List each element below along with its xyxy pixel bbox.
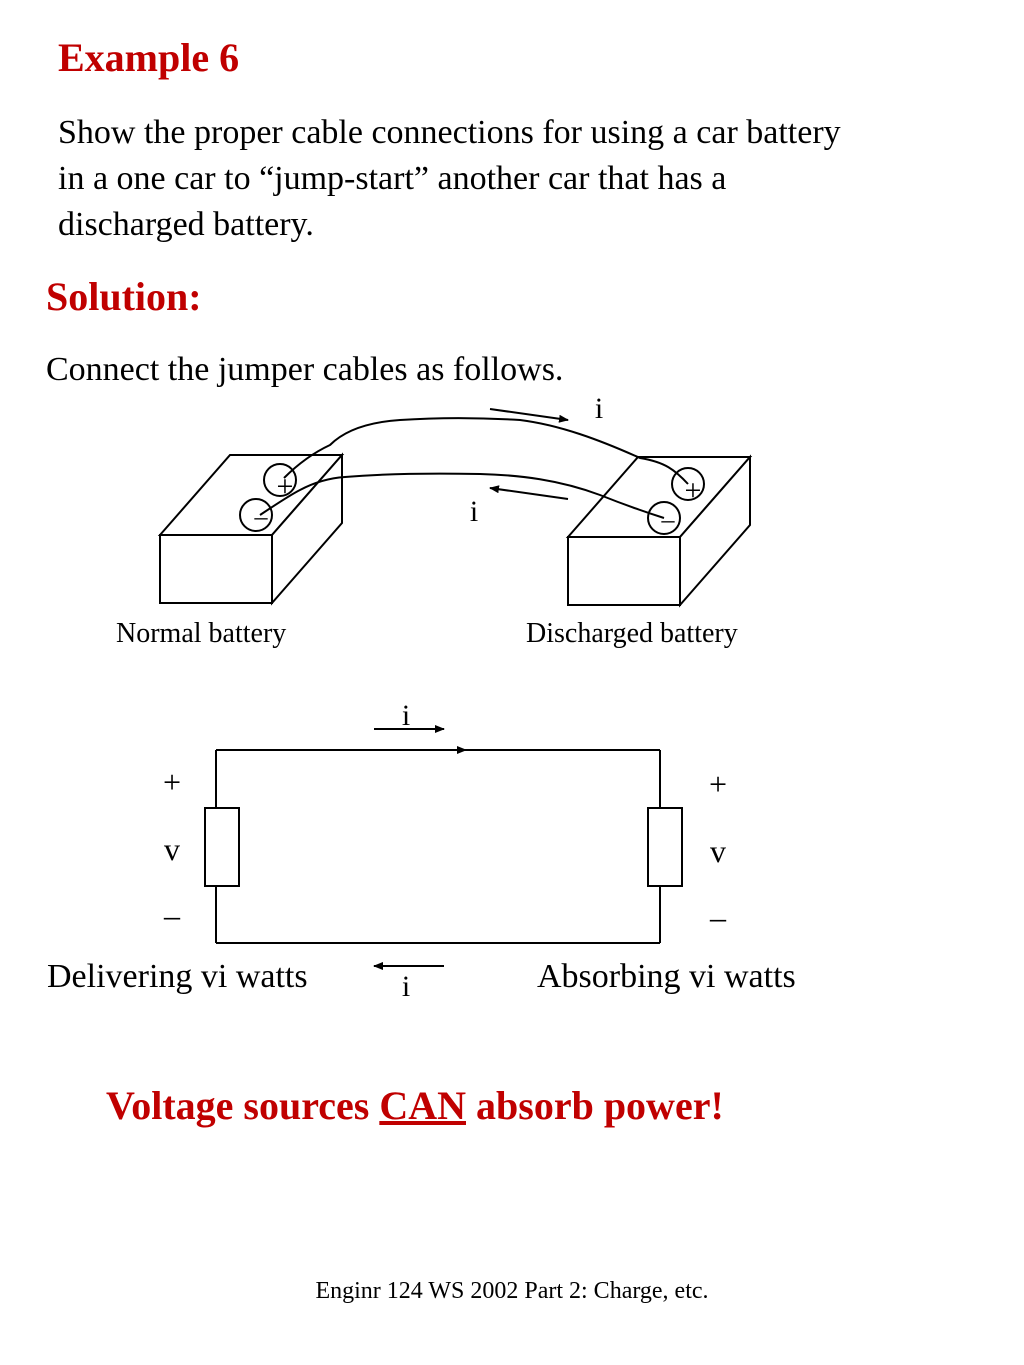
problem-line-3: discharged battery. — [58, 206, 314, 243]
normal-battery-minus-symbol: – — [254, 502, 269, 531]
normal-battery-label: Normal battery — [116, 618, 286, 649]
normal-battery-front — [159, 534, 273, 604]
circuit-current-label-top: i — [402, 699, 410, 732]
normal-battery-plus-symbol: + — [277, 470, 294, 503]
discharged-battery-label: Discharged battery — [526, 618, 738, 649]
normal-battery — [157, 452, 345, 606]
cable-current-arrow-bottom — [489, 485, 569, 500]
left-minus-label: – — [163, 897, 181, 933]
left-voltage-label: v — [164, 831, 180, 867]
left-source-element — [204, 807, 240, 887]
problem-statement: Show the proper cable connections for us… — [58, 110, 958, 248]
cable-current-arrow-top — [489, 408, 569, 423]
discharged-battery-front — [567, 536, 681, 606]
right-plus-label: + — [709, 766, 727, 802]
cable-current-label-top: i — [595, 392, 603, 425]
cable-current-label-bottom: i — [470, 495, 478, 528]
discharged-battery-minus-symbol: – — [661, 505, 676, 534]
solution-heading: Solution: — [46, 274, 202, 319]
positive-jumper-cable — [283, 417, 689, 485]
negative-jumper-cable — [259, 472, 665, 519]
problem-line-2: in a one car to “jump-start” another car… — [58, 160, 727, 197]
conclusion-before: Voltage sources — [106, 1083, 380, 1128]
discharged-battery — [565, 454, 753, 608]
conclusion-emphasis: CAN — [379, 1083, 466, 1128]
problem-line-1: Show the proper cable connections for us… — [58, 114, 841, 151]
circuit-current-label-bottom: i — [402, 970, 410, 1003]
delivering-caption: Delivering vi watts — [47, 958, 308, 995]
footer-text: Enginr 124 WS 2002 Part 2: Charge, etc. — [315, 1278, 709, 1304]
right-source-element — [647, 807, 683, 887]
conclusion-after: absorb power! — [466, 1083, 724, 1128]
example-title: Example 6 — [58, 35, 240, 80]
normal-battery-positive-terminal — [263, 463, 297, 497]
connect-instruction: Connect the jumper cables as follows. — [46, 351, 564, 388]
conclusion-statement: Voltage sources CAN absorb power! — [106, 1082, 724, 1130]
discharged-battery-plus-symbol: + — [685, 474, 702, 507]
left-plus-label: + — [163, 764, 181, 800]
normal-battery-negative-terminal — [239, 498, 273, 532]
absorbing-caption: Absorbing vi watts — [537, 958, 796, 995]
circuit-wires — [215, 749, 661, 944]
right-minus-label: – — [709, 899, 727, 935]
right-voltage-label: v — [710, 833, 726, 869]
